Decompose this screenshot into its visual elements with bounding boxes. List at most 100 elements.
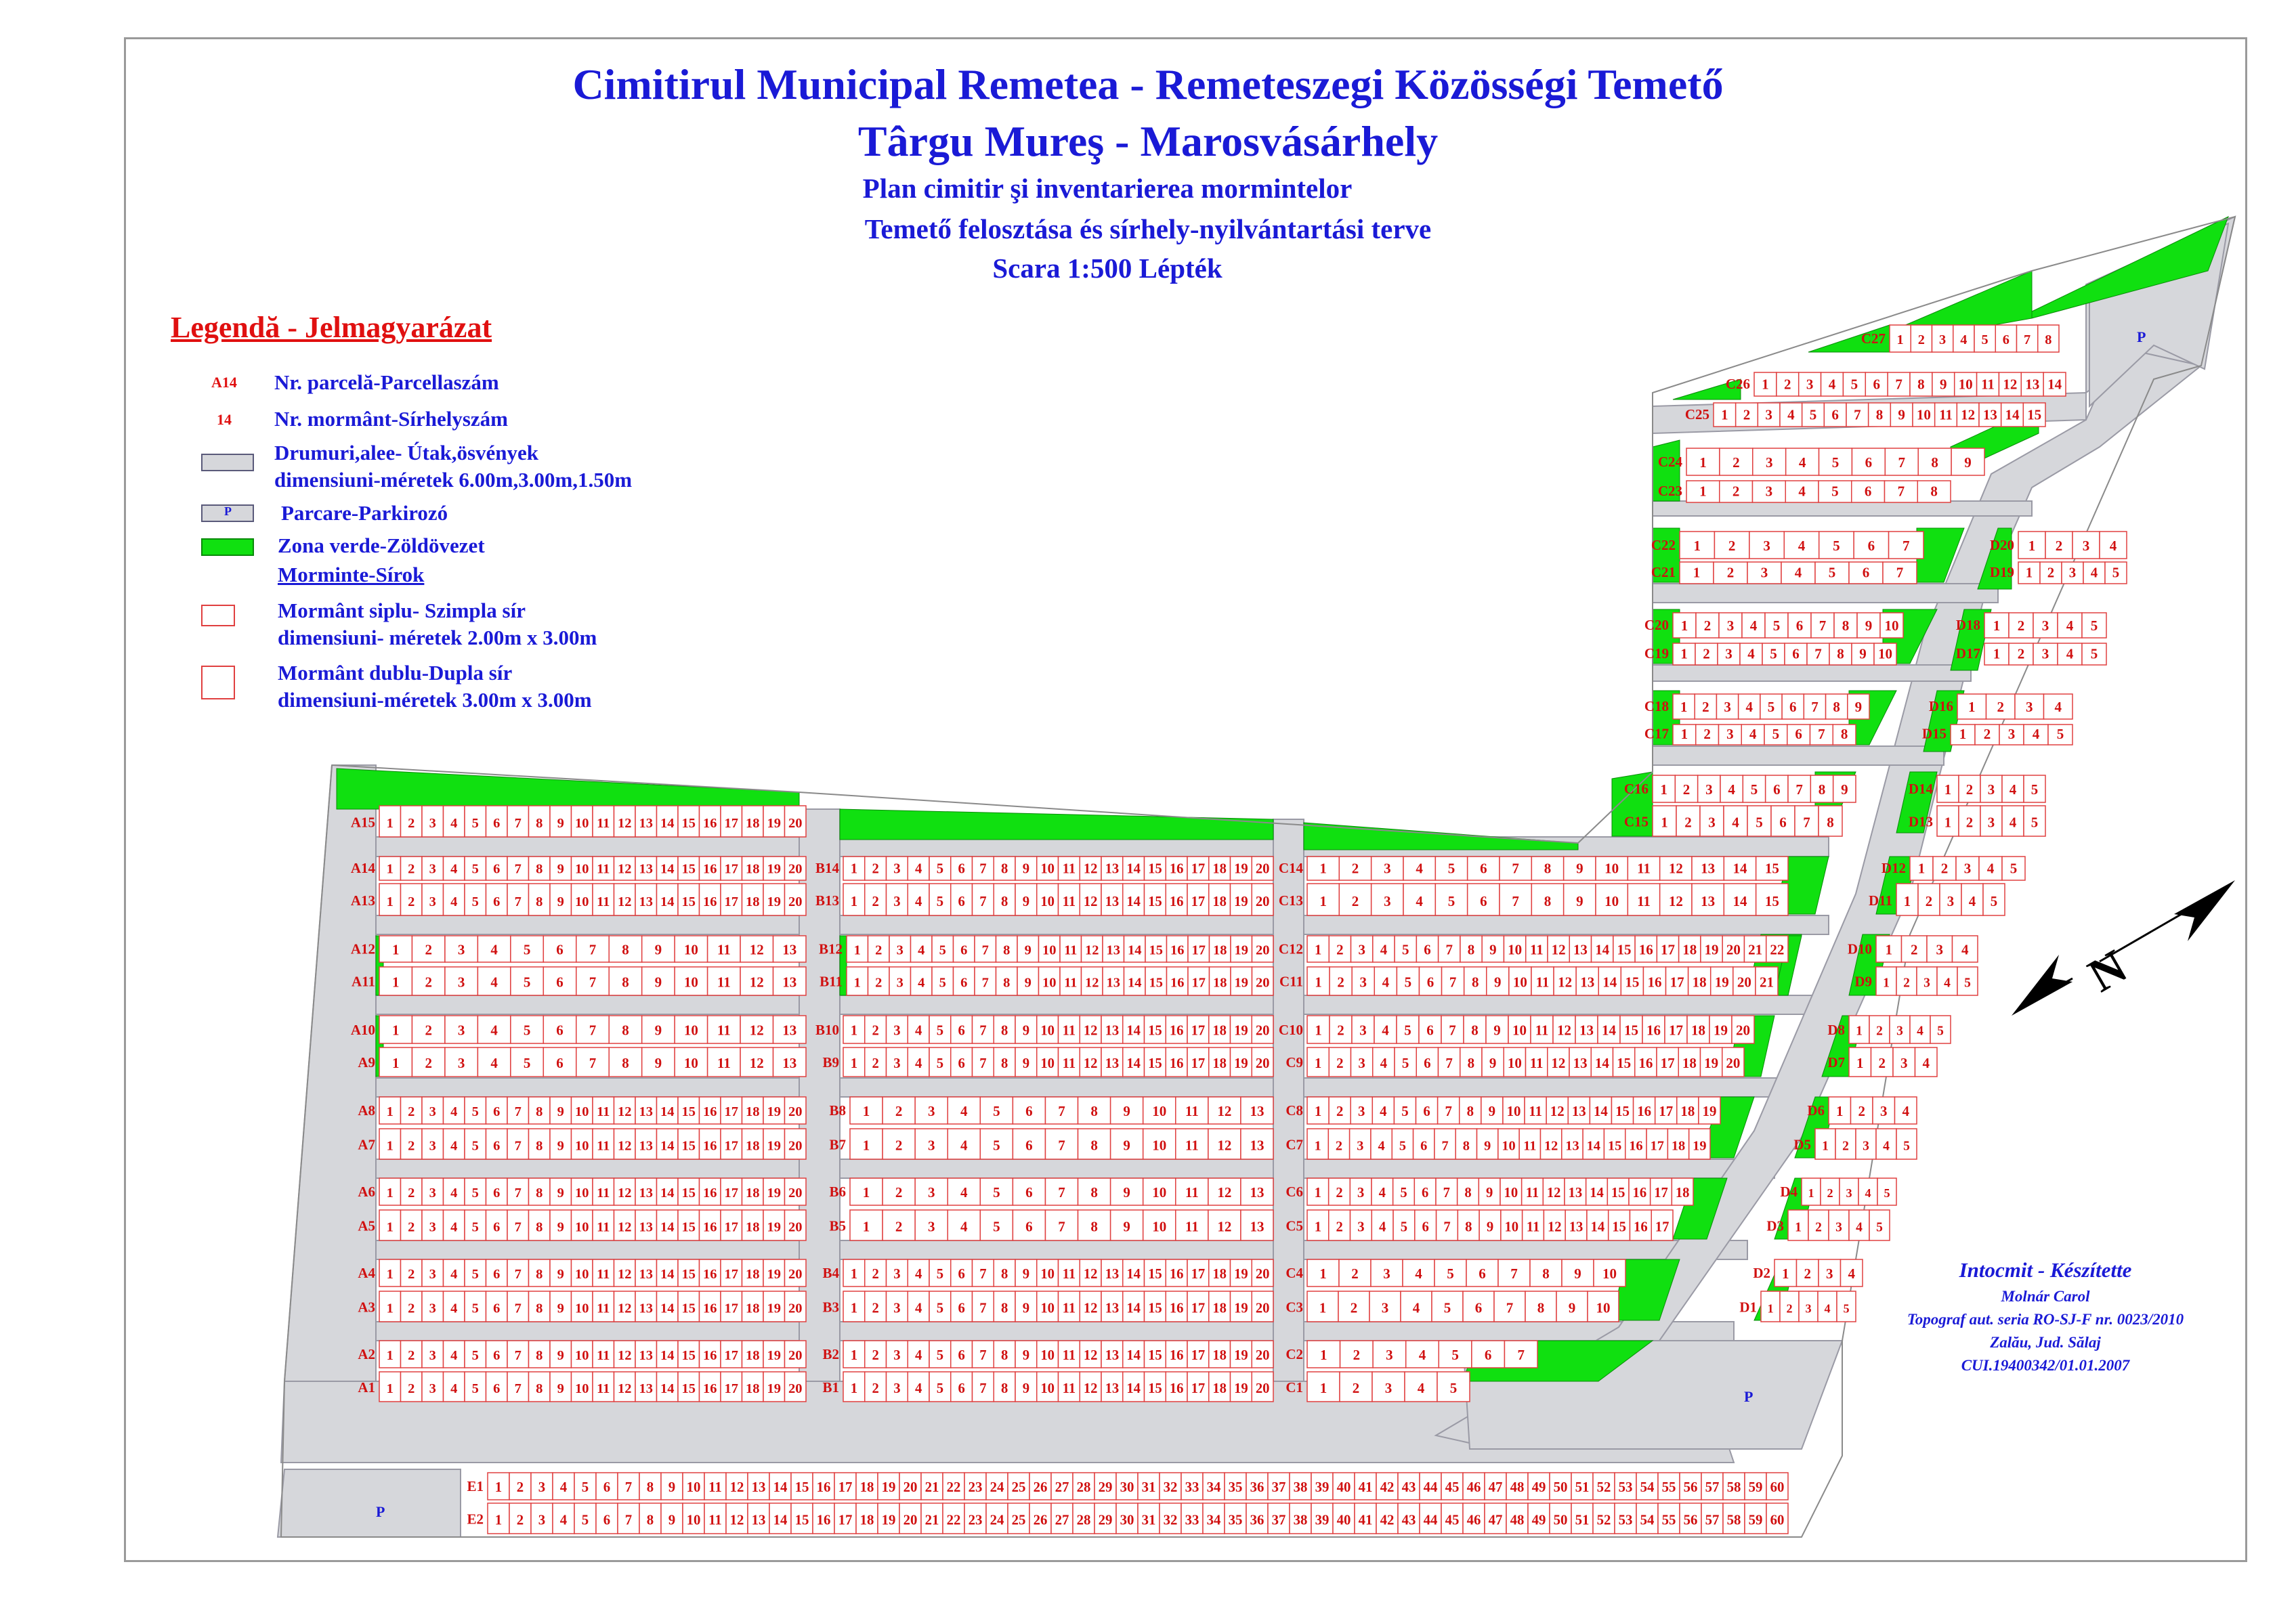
grave-number: 16 <box>817 1479 831 1495</box>
grave-number: 12 <box>750 1055 764 1071</box>
grave-number: 22 <box>947 1513 961 1528</box>
grave-number: 15 <box>1149 943 1163 957</box>
grave-number: 5 <box>1405 974 1412 990</box>
grave-plot <box>1500 1209 1523 1241</box>
grave-plot <box>1506 1502 1529 1534</box>
grave-plot <box>677 1291 700 1322</box>
grave-number: 15 <box>682 1186 696 1201</box>
legend-single-label-2: dimensiuni- méretek 2.00m x 3.00m <box>278 626 597 649</box>
grave-number: 8 <box>1876 407 1884 423</box>
grave-plot <box>1396 966 1420 996</box>
grave-number: 13 <box>1105 1381 1120 1396</box>
parcel-label: C3 <box>1285 1299 1303 1316</box>
grave-plot <box>570 1259 593 1287</box>
legend-parcel-symbol: A14 <box>211 374 237 391</box>
grave-number: 4 <box>1380 941 1388 957</box>
grave-number: 12 <box>1544 1139 1558 1154</box>
grave-number: 6 <box>2003 332 2010 347</box>
parcel-label: C15 <box>1624 814 1649 830</box>
grave-number: 14 <box>660 1301 674 1316</box>
grave-number: 18 <box>1682 1055 1697 1071</box>
grave-plot <box>740 935 774 963</box>
grave-number: 1 <box>1315 941 1321 957</box>
grave-number: 19 <box>767 1220 781 1235</box>
grave-plot <box>1817 1291 1837 1322</box>
grave-plot <box>1311 1502 1334 1534</box>
grave-number: 4 <box>1798 483 1806 499</box>
grave-number: 4 <box>450 862 457 877</box>
grave-number: 16 <box>703 1381 717 1396</box>
grave-plot <box>1036 1291 1059 1322</box>
grave-number: 3 <box>1761 564 1768 580</box>
grave-number: 5 <box>2091 618 2098 634</box>
grave-number: 6 <box>1485 1347 1492 1363</box>
grave-plot <box>2001 856 2026 881</box>
grave-plot <box>1077 1209 1111 1241</box>
grave-plot <box>889 935 912 963</box>
grave-number: 2 <box>1966 815 1973 831</box>
grave-plot <box>698 1291 721 1322</box>
grave-number: 9 <box>1898 407 1905 423</box>
road-row-3 <box>375 995 1829 1015</box>
grave-plot <box>1327 1177 1351 1206</box>
grave-number: 11 <box>1536 974 1550 990</box>
grave-number: 12 <box>618 1186 631 1201</box>
grave-plot <box>1115 1502 1139 1534</box>
grave-number: 15 <box>1765 861 1779 877</box>
grave-plot <box>379 1209 402 1241</box>
grave-plot <box>864 1047 887 1077</box>
grave-number: 12 <box>1085 943 1099 957</box>
grave-number: 54 <box>1640 1479 1655 1495</box>
grave-number: 9 <box>1489 1055 1496 1071</box>
grave-number: 6 <box>493 1220 500 1235</box>
grave-number: 11 <box>597 1220 610 1235</box>
grave-number: 9 <box>1023 894 1029 909</box>
grave-plot <box>677 1371 700 1402</box>
grave-plot <box>1833 612 1858 639</box>
grave-number: 13 <box>1105 862 1120 877</box>
grave-number: 16 <box>1170 1024 1184 1039</box>
grave-number: 27 <box>1055 1513 1069 1528</box>
grave-number: 1 <box>1959 726 1967 742</box>
grave-number: 15 <box>1148 1024 1162 1039</box>
grave-plot <box>2081 643 2107 666</box>
grave-number: 12 <box>1084 862 1098 877</box>
grave-plot <box>1701 1502 1724 1534</box>
grave-number: 12 <box>1217 1138 1231 1154</box>
grave-number: 2 <box>1351 1266 1359 1282</box>
grave-number: 8 <box>1833 699 1840 715</box>
grave-plot <box>763 1291 786 1322</box>
grave-number: 9 <box>557 1267 564 1282</box>
grave-number: 19 <box>882 1513 896 1528</box>
grave-plot <box>1460 1047 1483 1077</box>
grave-number: 19 <box>767 1139 781 1154</box>
grave-number: 17 <box>1191 1267 1206 1282</box>
grave-plot <box>487 1502 510 1534</box>
grave-plot <box>979 1096 1014 1125</box>
grave-number: 58 <box>1727 1479 1741 1495</box>
grave-plot <box>784 805 807 838</box>
grave-plot <box>1481 935 1505 963</box>
grave-plot <box>1798 1291 1819 1322</box>
north-arrow: N <box>2012 880 2235 1016</box>
grave-number: 13 <box>1573 1055 1588 1071</box>
grave-number: 19 <box>1704 1055 1718 1071</box>
grave-number: 16 <box>1646 1022 1661 1039</box>
grave-plot <box>1044 1128 1079 1160</box>
grave-plot <box>570 1128 593 1160</box>
grave-plot <box>421 1371 444 1402</box>
grave-number: 14 <box>660 1267 674 1282</box>
grave-number: 1 <box>1767 1302 1773 1316</box>
grave-number: 3 <box>1725 645 1732 662</box>
grave-plot <box>698 1128 721 1160</box>
grave-plot <box>1848 561 1884 584</box>
grave-plot <box>613 1371 636 1402</box>
grave-plot <box>1350 935 1374 963</box>
grave-number: 8 <box>536 894 543 909</box>
grave-plot <box>882 1209 916 1241</box>
grave-plot <box>784 856 807 881</box>
grave-number: 3 <box>1936 941 1944 957</box>
grave-plot <box>1438 1340 1472 1368</box>
grave-plot <box>1057 1291 1080 1322</box>
grave-plot <box>846 935 869 963</box>
